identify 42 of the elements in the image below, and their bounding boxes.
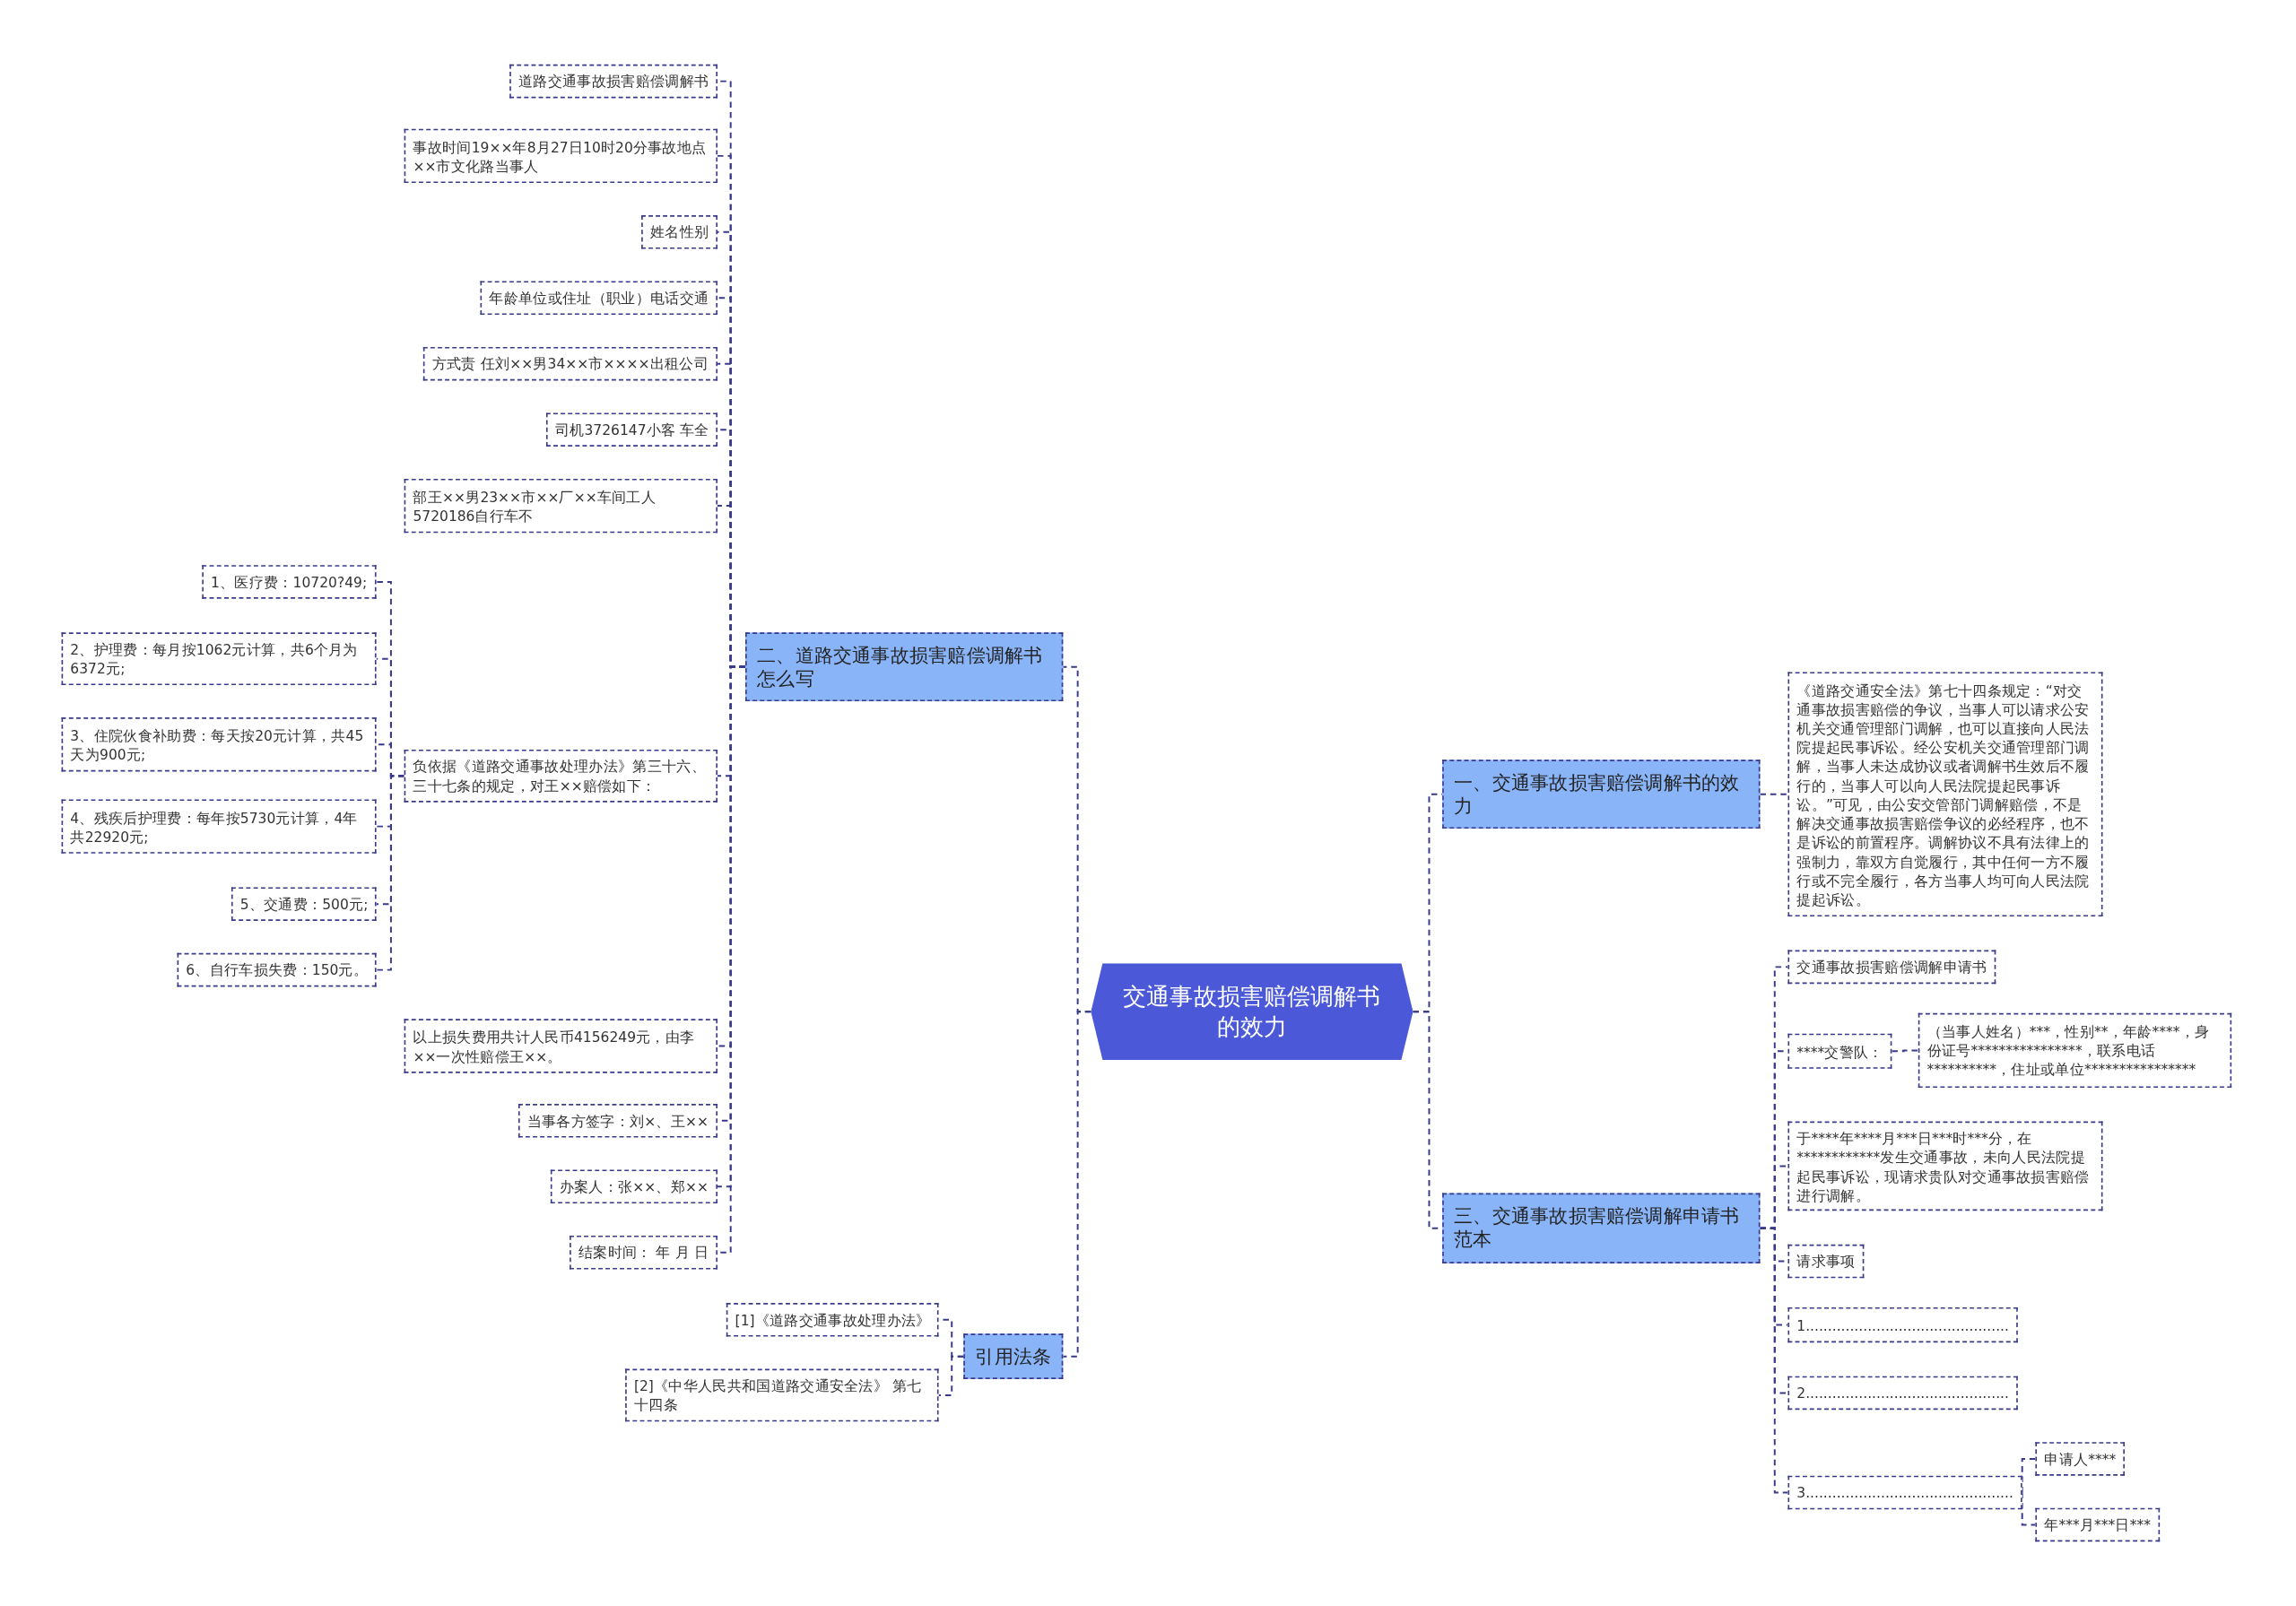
topic-box: 2.............................................. — [1787, 1376, 2018, 1411]
topic-box: 1.............................................. — [1787, 1307, 2018, 1343]
topic-box: （当事人姓名）***，性别**，年龄****，身份证号****************，联系电话**********，住址或单位**************** — [1918, 1012, 2232, 1089]
topic-box: [2]《中华人民共和国道路交通安全法》 第七十四条 — [625, 1368, 939, 1422]
topic-box: 年龄单位或住址（职业）电话交通 — [480, 281, 718, 315]
topic-box: 1、医疗费：10720?49; — [202, 565, 376, 599]
topic-box: 结案时间： 年 月 日 — [570, 1235, 718, 1270]
topic-box: 3、住院伙食补助费：每天按20元计算，共45天为900元; — [61, 717, 377, 772]
topic-box: 《道路交通安全法》第七十四条规定：“对交通事故损害赔偿的争议，当事人可以请求公安机关交通管理部门调解，也可以直接向人民法院提起民事诉讼。经公安机关交通管理部门调解，当事人未达成协议或者调解书生效后不履行的，当事人可以向人民法院提起民事诉讼。”可见，由公安交管部门调解赔偿，不是解决交通事故损害赔偿争议的必经程序，也不是诉讼的前置程序。调解协议不具有法律上的强制力，靠双方自觉履行，其中任何一方不履行或不完全履行，各方当事人均可向人民法院提起诉讼。 — [1787, 672, 2103, 917]
topic-box: 请求事项 — [1787, 1244, 1865, 1279]
topic-box: 以上损失费用共计人民币4156249元，由李××一次性赔偿王××。 — [404, 1019, 718, 1073]
topic-box: ****交警队： — [1787, 1033, 1892, 1069]
topic-box: 负依据《道路交通事故处理办法》第三十六、三十七条的规定，对王××赔偿如下： — [404, 749, 718, 803]
topic-box: 年***月***日*** — [2035, 1507, 2160, 1542]
branch-topic-box: 一、交通事故损害赔偿调解书的效力 — [1442, 760, 1761, 829]
central-topic-hexagon: 交通事故损害赔偿调解书的效力 — [1091, 963, 1413, 1061]
connector-line — [1062, 1011, 1092, 1358]
topic-box: 办案人：张××、郑×× — [550, 1169, 718, 1204]
connector-line — [1891, 1049, 1919, 1053]
connector-line — [375, 775, 405, 971]
branch-topic-box: 二、道路交通事故损害赔偿调解书怎么写 — [745, 632, 1064, 702]
branch-topic-box: 引用法条 — [963, 1333, 1064, 1379]
topic-box: 事故时间19××年8月27日10时20分事故地点××市文化路当事人 — [404, 128, 718, 184]
topic-box: 2、护理费：每月按1062元计算，共6个月为6372元; — [61, 632, 377, 686]
topic-box: 5、交通费：500元; — [230, 887, 378, 921]
connector-line — [1759, 1227, 1789, 1494]
topic-box: 司机3726147小客 车全 — [546, 412, 718, 447]
topic-box: 交通事故损害赔偿调解申请书 — [1787, 950, 1996, 985]
topic-box: 4、残疾后护理费：每年按5730元计算，4年共22920元; — [61, 799, 377, 854]
topic-box: 方式责 任刘××男34××市××××出租公司 — [422, 346, 718, 381]
topic-box: 3............................................... — [1787, 1475, 2022, 1510]
topic-box: 姓名性别 — [641, 215, 718, 249]
connector-line — [937, 1355, 965, 1396]
topic-box: 于****年****月***日***时***分，在************发生交通事故，未向人民法院提起民事诉讼，现请求贵队对交通事故损害赔偿进行调解。 — [1787, 1121, 2103, 1211]
topic-box: 6、自行车损失费：150元。 — [177, 952, 377, 987]
connector-line — [1759, 793, 1789, 795]
topic-box: 当事各方签字：刘×、王×× — [517, 1104, 718, 1138]
branch-topic-box: 三、交通事故损害赔偿调解申请书范本 — [1442, 1193, 1761, 1263]
topic-box: 申请人**** — [2035, 1442, 2125, 1476]
topic-box: 部王××男23××市××厂××车间工人5720186自行车不 — [404, 478, 718, 534]
topic-box: [1]《道路交通事故处理办法》 — [726, 1303, 940, 1337]
topic-box: 道路交通事故损害赔偿调解书 — [509, 64, 718, 99]
